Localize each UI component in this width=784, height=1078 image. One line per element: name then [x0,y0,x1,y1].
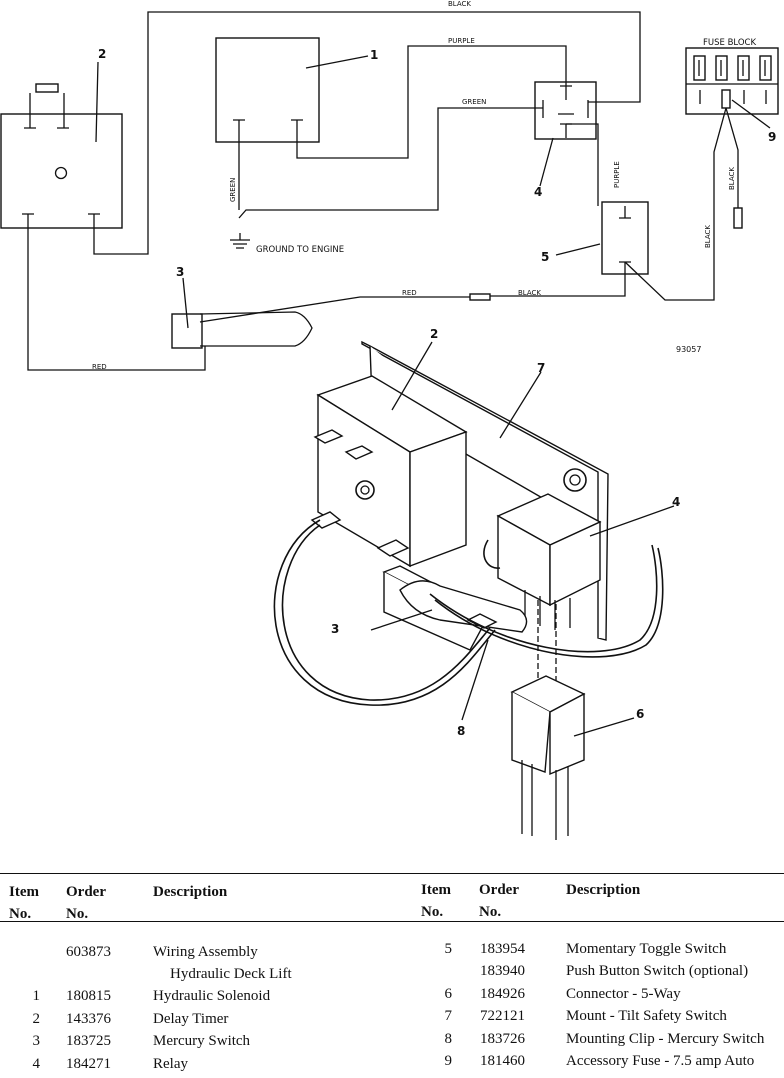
right-row-4-order: 722121 [480,1008,525,1024]
figure-number: 93057 [676,345,701,354]
callout-2-schematic: 2 [98,47,106,61]
callout-4-schematic: 4 [534,185,542,199]
header-order-left: Order [66,884,106,900]
callout-4-assembly: 4 [672,495,680,509]
left-row-6-description: Relay [153,1056,188,1072]
right-row-3-item: 6 [444,986,453,1002]
wire-label-black-top: BLACK [448,0,471,8]
left-row-5-item: 3 [32,1033,41,1049]
left-row-5-description: Mercury Switch [153,1033,251,1049]
callout-3-schematic: 3 [176,265,184,279]
left-row-3-description: Hydraulic Solenoid [153,988,271,1004]
header-order-no-left: No. [66,906,89,922]
ground-label: GROUND TO ENGINE [256,245,344,255]
parts-table: Item No. Order No. Description Item No. … [0,860,784,1078]
header-order-no-right: No. [479,904,502,920]
right-row-3-description: Connector - 5-Way [566,986,681,1002]
delay-timer-schematic [0,83,123,229]
wire-label-red-bottom: RED [92,363,107,371]
left-row-2-description: Hydraulic Deck Lift [170,966,292,982]
ground-symbol [230,233,250,249]
right-row-6-item: 9 [444,1053,453,1069]
right-row-5-description: Mounting Clip - Mercury Switch [566,1031,765,1047]
header-no-left: No. [9,906,32,922]
callout-3-assembly: 3 [331,622,339,636]
header-description-left: Description [153,884,228,900]
right-row-3-order: 184926 [480,986,525,1002]
fuse-block-schematic [685,47,779,115]
hydraulic-solenoid-schematic [215,37,320,143]
wire-label-green-mid: GREEN [462,98,486,106]
header-item-right: Item [421,882,451,898]
toggle-switch-schematic [601,201,649,275]
wire-label-black-right: BLACK [704,225,712,248]
right-row-4-item: 7 [444,1008,453,1024]
callout-6: 6 [636,707,644,721]
right-row-4-description: Mount - Tilt Safety Switch [566,1008,727,1024]
header-order-right: Order [479,882,519,898]
wires [27,11,743,371]
right-row-6-description: Accessory Fuse - 7.5 amp Auto [566,1053,755,1069]
left-row-4-order: 143376 [66,1011,111,1027]
wiring-diagram: BLACK PURPLE GREEN GREEN PURPLE BLACK BL… [0,0,779,840]
wire-label-black-fuse: BLACK [728,167,736,190]
header-item-left: Item [9,884,39,900]
wire-label-red-mid: RED [402,289,417,297]
left-row-4-item: 2 [32,1011,41,1027]
mercury-switch-schematic [171,311,313,349]
right-row-5-order: 183726 [480,1031,525,1047]
wire-label-green-vertical: GREEN [229,178,237,202]
wire-label-black-mid: BLACK [518,289,541,297]
wire-label-purple-top: PURPLE [448,37,475,45]
callout-2-assembly: 2 [430,327,438,341]
left-row-1-description: Wiring Assembly [153,944,258,960]
right-row-1-item: 5 [444,941,453,957]
left-row-3-item: 1 [32,988,41,1004]
header-no-right: No. [421,904,444,920]
callout-8: 8 [457,724,465,738]
left-row-4-description: Delay Timer [153,1011,229,1027]
right-row-2-description: Push Button Switch (optional) [566,963,749,979]
table-top-rule [0,873,784,874]
left-row-3-order: 180815 [66,988,111,1004]
right-row-1-order: 183954 [480,941,525,957]
relay-schematic [534,81,597,140]
header-description-right: Description [566,882,641,898]
callout-7: 7 [537,361,545,375]
wire-label-purple-vertical: PURPLE [613,161,621,188]
right-row-6-order: 181460 [480,1053,525,1069]
callout-5: 5 [541,250,549,264]
right-row-5-item: 8 [444,1031,453,1047]
left-row-5-order: 183725 [66,1033,111,1049]
callout-1: 1 [370,48,378,62]
left-row-6-item: 4 [32,1056,41,1072]
fuse-block-label: FUSE BLOCK [703,38,756,48]
assembly-illustration [273,340,664,840]
right-row-1-description: Momentary Toggle Switch [566,941,727,957]
callout-9: 9 [768,130,776,144]
right-row-2-order: 183940 [480,963,525,979]
left-row-6-order: 184271 [66,1056,111,1072]
table-header-rule [0,921,784,922]
left-row-1-order: 603873 [66,944,111,960]
